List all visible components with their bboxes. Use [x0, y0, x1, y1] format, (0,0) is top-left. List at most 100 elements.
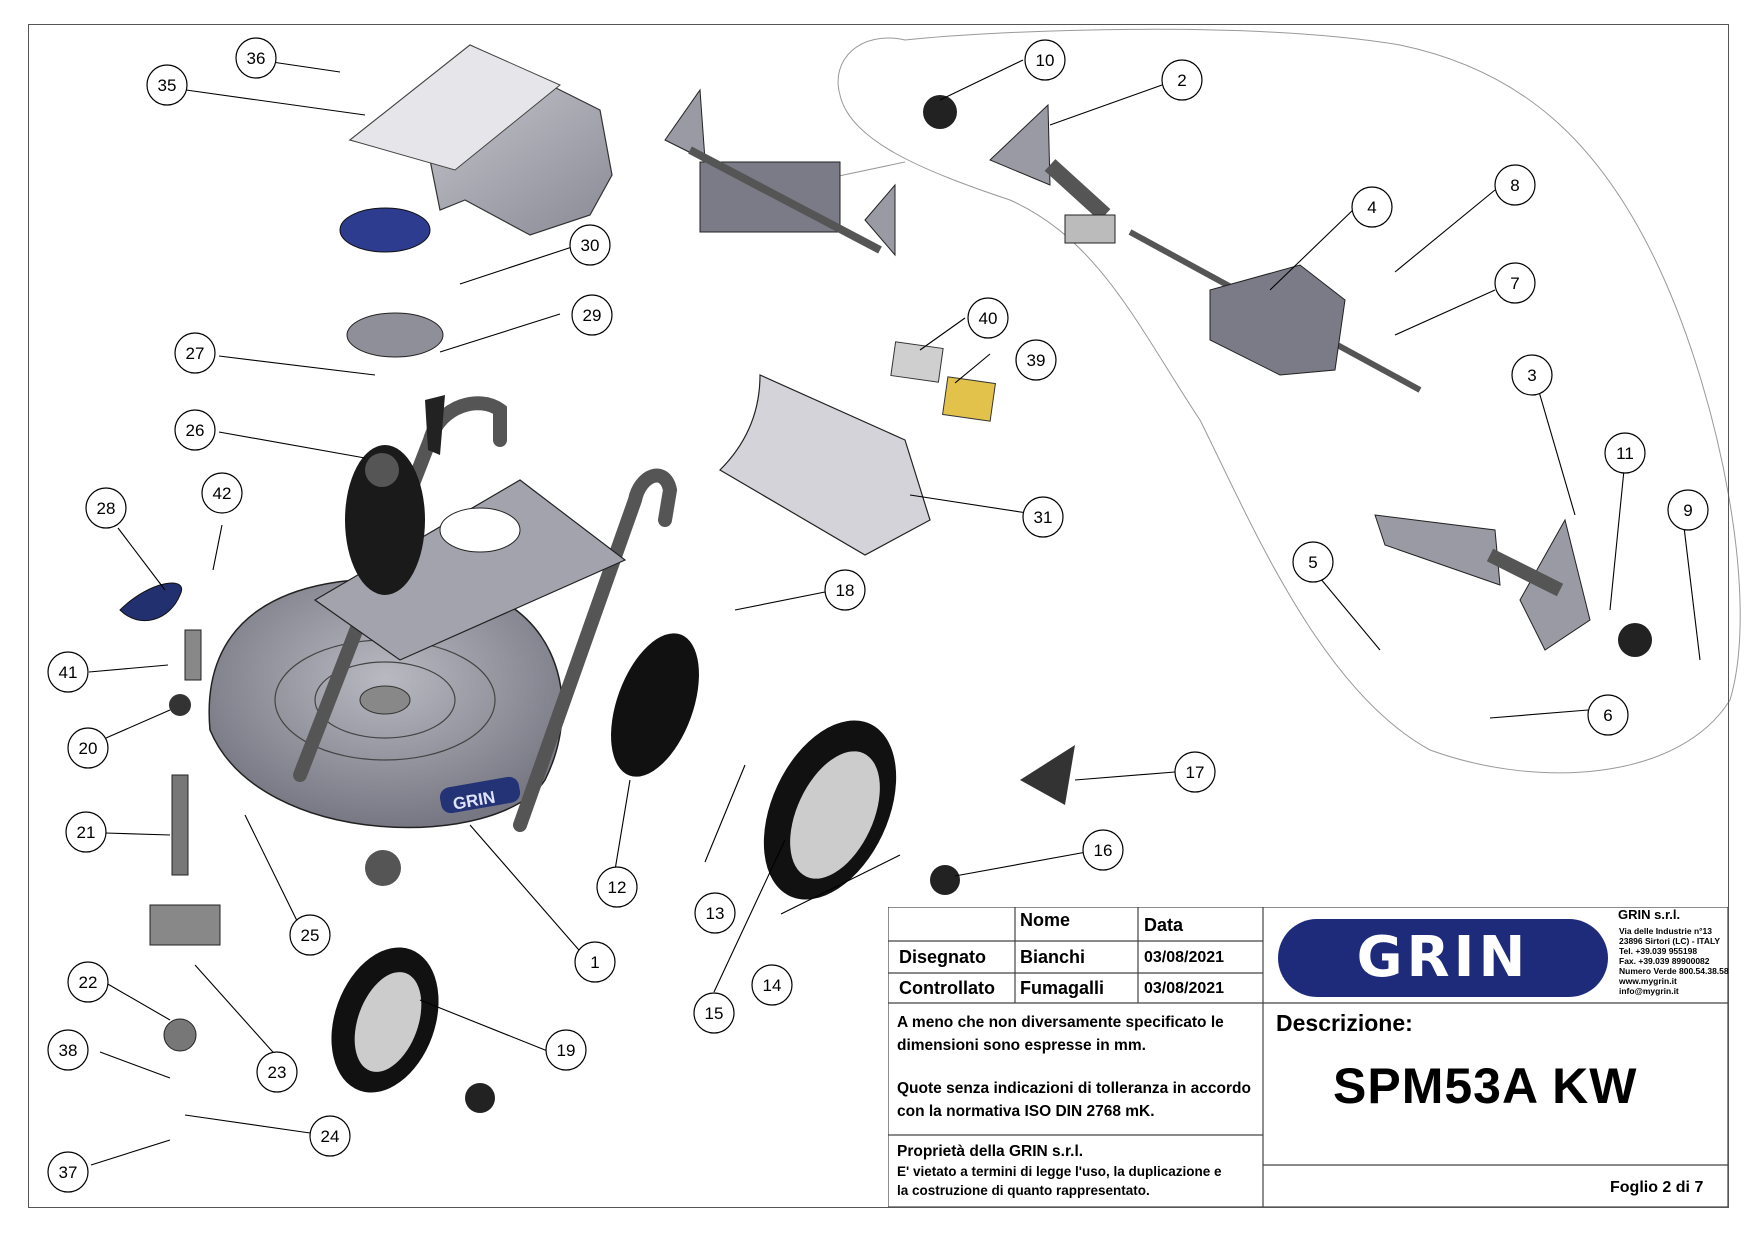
svg-text:42: 42: [213, 484, 232, 503]
callout-21: 21: [65, 811, 107, 853]
callout-19: 19: [545, 1029, 587, 1071]
header-date: Data: [1144, 915, 1184, 935]
callout-6: 6: [1587, 694, 1629, 736]
company-fax: Fax. +39.039 89900082: [1619, 956, 1710, 966]
gear-11-part: [1618, 623, 1652, 657]
callout-42: 42: [201, 472, 243, 514]
svg-text:35: 35: [158, 76, 177, 95]
label-38-part: [942, 376, 996, 422]
svg-text:8: 8: [1510, 176, 1519, 195]
grin-logo-text: GRIN: [1356, 925, 1530, 990]
callout-balloons: 36 35 10 2 4 8 7 3 11 9 5 6 17 16 14 15 …: [47, 37, 1709, 1193]
callout-14: 14: [751, 964, 793, 1006]
callout-12: 12: [596, 866, 638, 908]
description-label: Descrizione:: [1276, 1010, 1413, 1036]
callout-24: 24: [309, 1115, 351, 1157]
gear-rear-part: [465, 1083, 495, 1113]
cover-disc-part: [346, 312, 444, 358]
callout-7: 7: [1494, 262, 1536, 304]
callout-39: 40: [967, 297, 1009, 339]
callout-5: 5: [1292, 541, 1334, 583]
note-dimensions: A meno che non diversamente specificato …: [897, 1014, 1224, 1054]
date-drawn: 03/08/2021: [1144, 949, 1225, 966]
callout-2: 2: [1161, 59, 1203, 101]
callout-41: 41: [47, 651, 89, 693]
callout-23: 23: [256, 1051, 298, 1093]
company-web: www.mygrin.it: [1619, 976, 1677, 986]
bracket-3-part: [1374, 514, 1591, 651]
sheet-number: Foglio 2 di 7: [1610, 1179, 1704, 1196]
lever-17-part: [1020, 745, 1075, 805]
company-email: info@mygrin.it: [1619, 986, 1679, 996]
rear-wheel-shadow: [345, 445, 425, 595]
bracket-41-part: [184, 629, 202, 681]
callout-16: 16: [1082, 829, 1124, 871]
svg-text:2: 2: [1177, 71, 1186, 90]
callout-13: 13: [694, 892, 736, 934]
bearing-lower-part: [365, 850, 401, 886]
svg-text:37: 37: [59, 1163, 78, 1182]
svg-text:29: 29: [583, 306, 602, 325]
svg-text:38: 38: [59, 1041, 78, 1060]
wheel-19-part: [331, 947, 439, 1093]
knob-handle-part: [425, 395, 445, 455]
detail-enclosure-outline: [837, 28, 1741, 774]
svg-text:4: 4: [1367, 198, 1376, 217]
svg-text:23: 23: [268, 1063, 287, 1082]
svg-text:11: 11: [1616, 444, 1634, 463]
role-checked: Controllato: [899, 978, 995, 998]
svg-text:18: 18: [836, 581, 855, 600]
title-block-grid: [888, 907, 1728, 1207]
model-name: SPM53A KW: [1333, 1058, 1638, 1114]
callout-27: 26: [174, 409, 216, 451]
callout-3: 3: [1511, 354, 1553, 396]
callout-38: 39: [1015, 339, 1057, 381]
callout-8: 8: [1494, 164, 1536, 206]
bearing-27-part: [365, 453, 399, 487]
svg-text:13: 13: [706, 904, 725, 923]
callout-1: 1: [574, 941, 616, 983]
callout-leaders: [88, 59, 1701, 1166]
callout-35: 31: [1022, 496, 1064, 538]
svg-text:36: 36: [247, 49, 266, 68]
wheel-12-part: [611, 633, 699, 777]
name-drawn: Bianchi: [1020, 947, 1086, 967]
callout-30: 29: [571, 294, 613, 336]
svg-text:30: 30: [581, 236, 600, 255]
wheel-15-part: [763, 720, 897, 900]
sheet-border: [28, 24, 1729, 1208]
note-tolerances: Quote senza indicazioni di tolleranza in…: [897, 1080, 1251, 1120]
svg-text:28: 28: [97, 499, 116, 518]
callout-31: 30: [569, 224, 611, 266]
company-name: GRIN s.r.l.: [1618, 907, 1681, 922]
mag-badge-29-part: [119, 582, 183, 622]
callout-26: 25: [289, 914, 331, 956]
chute-35-part: [719, 374, 931, 556]
svg-text:41: 41: [59, 663, 78, 682]
svg-text:1: 1: [590, 953, 599, 972]
transmission-left-part: [664, 88, 896, 257]
header-name: Nome: [1020, 910, 1071, 930]
svg-text:21: 21: [77, 823, 96, 842]
svg-text:7: 7: [1510, 274, 1519, 293]
callout-25: 37: [47, 1151, 89, 1193]
svg-text:19: 19: [557, 1041, 576, 1060]
bushing-20-part: [169, 694, 191, 716]
cover-badge-part: [339, 207, 431, 253]
bracket-23-part: [149, 904, 221, 946]
svg-text:20: 20: [79, 739, 98, 758]
name-checked: Fumagalli: [1020, 978, 1105, 998]
svg-text:25: 25: [301, 926, 320, 945]
callout-11: 11: [1604, 432, 1646, 474]
callout-28: 27: [174, 332, 216, 374]
rear-cover-part: [348, 44, 613, 236]
company-address-1: Via delle Industrie n°13: [1619, 926, 1712, 936]
callout-10: 10: [1024, 39, 1066, 81]
svg-text:40: 40: [979, 309, 998, 328]
svg-text:5: 5: [1308, 553, 1317, 572]
svg-text:3: 3: [1527, 366, 1536, 385]
callout-20: 20: [67, 727, 109, 769]
role-drawn: Disegnato: [899, 947, 987, 967]
pin-21-part: [171, 774, 189, 876]
